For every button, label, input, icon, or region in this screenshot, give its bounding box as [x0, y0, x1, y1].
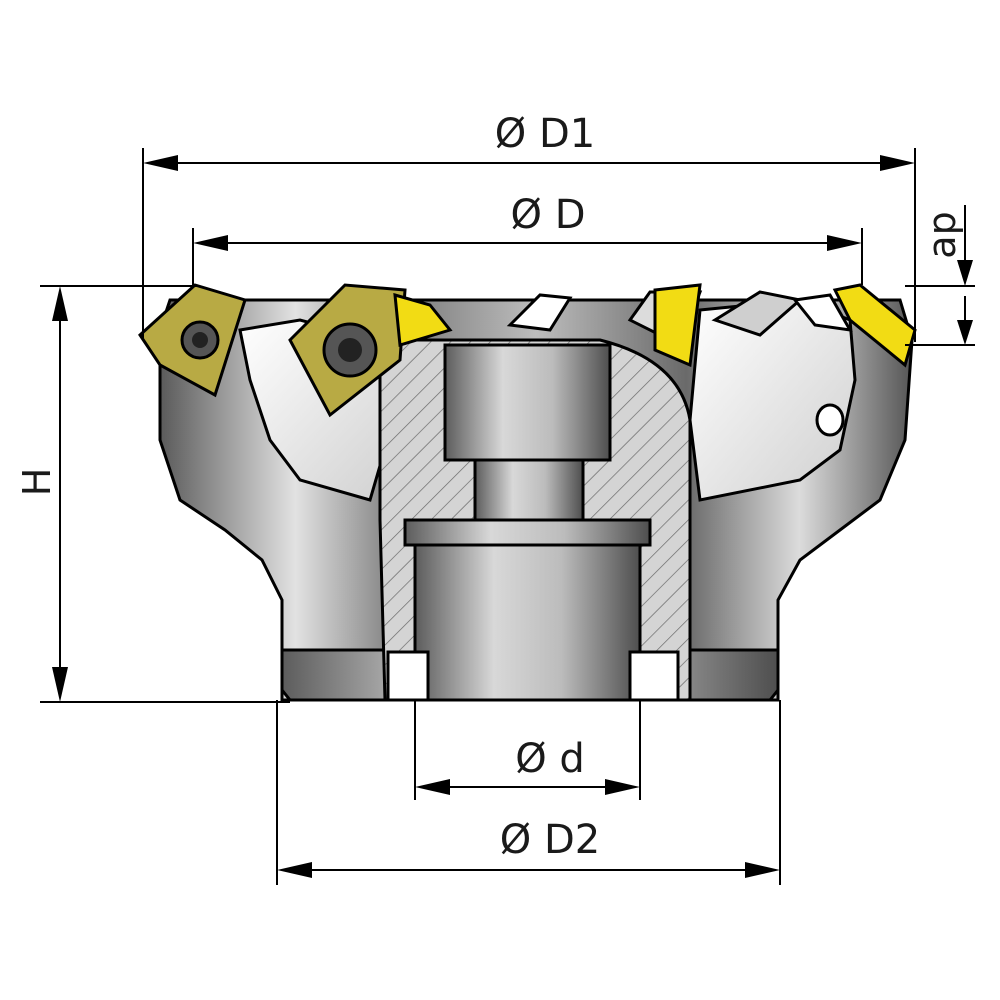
arrow-left-icon [193, 235, 228, 251]
bore-flange [403, 518, 652, 547]
arrow-right-icon [827, 235, 862, 251]
screw-hole [815, 403, 845, 437]
cross-section [378, 338, 692, 702]
bore-neck [473, 458, 585, 522]
dimension-labels: Ø D1 Ø D ap H Ø d Ø D2 [15, 111, 964, 863]
insert-center-right [653, 283, 702, 368]
top-clamp-1 [506, 293, 573, 332]
arrow-left-icon [143, 155, 178, 171]
arrow-down-icon [52, 667, 68, 702]
insert-right [792, 283, 917, 368]
label-d2: Ø D2 [500, 817, 600, 863]
label-small-d: Ø d [515, 736, 585, 782]
arrow-right-icon [880, 155, 915, 171]
label-h: H [15, 468, 59, 497]
inserts [138, 283, 917, 418]
dimension-lines [40, 148, 975, 885]
arrowheads [52, 155, 973, 878]
arrow-up-icon [52, 286, 68, 321]
lower-bore [413, 543, 642, 702]
insert-screw-icon [338, 338, 362, 362]
upper-bore [443, 343, 612, 462]
arrow-right-icon [745, 862, 780, 878]
arrow-down-icon [957, 260, 973, 286]
keyway-right [628, 650, 680, 702]
insert-center-left [288, 283, 453, 418]
insert-left [138, 283, 247, 398]
keyway-left [386, 650, 430, 702]
label-d1: Ø D1 [495, 111, 595, 157]
arrow-left-icon [277, 862, 312, 878]
arrow-up-icon [957, 320, 973, 345]
arrow-right-icon [605, 779, 640, 795]
insert-screw-icon [192, 332, 208, 348]
label-d: Ø D [511, 192, 586, 238]
label-ap: ap [920, 211, 964, 258]
arrow-left-icon [415, 779, 450, 795]
